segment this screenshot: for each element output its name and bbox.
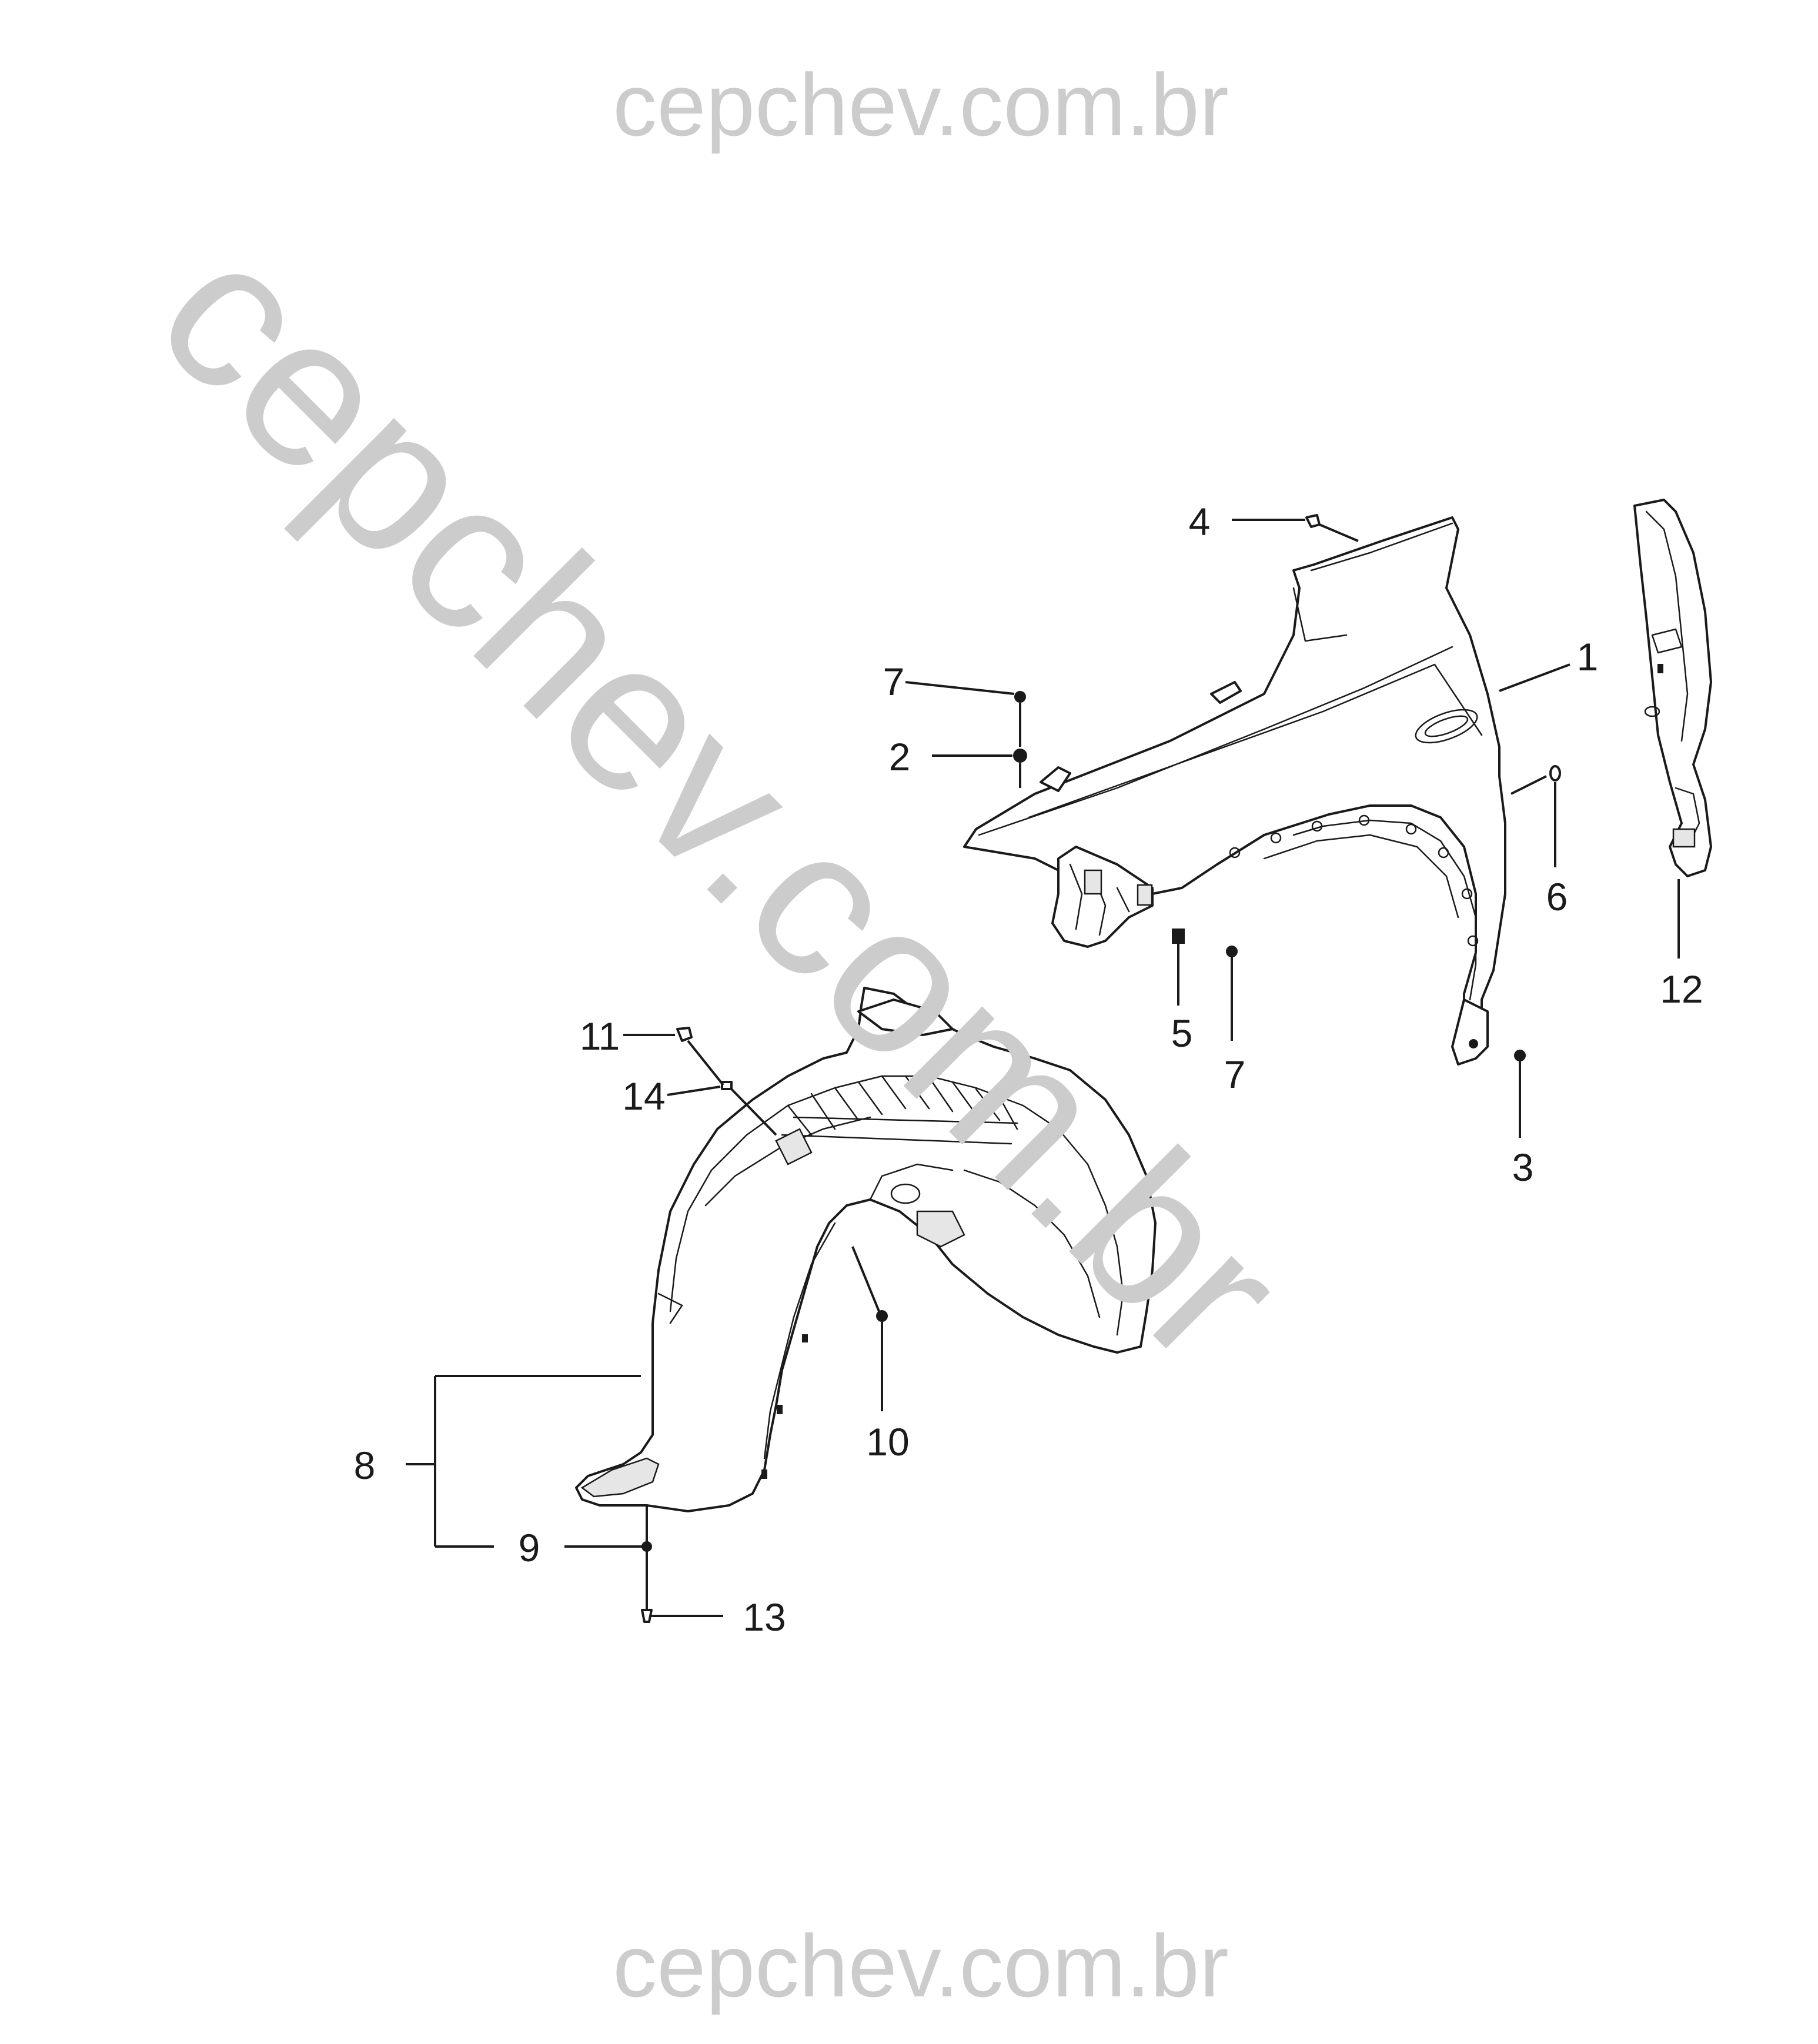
callout-8: 8 bbox=[354, 1444, 376, 1487]
watermarks: cepchev.com.br cepchev.com.br cepchev.co… bbox=[114, 55, 1327, 2015]
clip-6 bbox=[1549, 765, 1561, 781]
screw-13 bbox=[641, 1609, 653, 1623]
watermark-bottom: cepchev.com.br bbox=[613, 1916, 1229, 2015]
watermark-top: cepchev.com.br bbox=[613, 55, 1229, 154]
clip-11 bbox=[676, 1027, 693, 1042]
callout-10: 10 bbox=[866, 1420, 909, 1464]
clip-5 bbox=[1172, 929, 1185, 944]
wheelhouse-liner bbox=[575, 987, 1157, 1512]
front-fender bbox=[963, 516, 1506, 1066]
leader-lines bbox=[406, 519, 1680, 1617]
callout-3: 3 bbox=[1512, 1145, 1534, 1189]
bolt-7b bbox=[1226, 946, 1238, 957]
callout-2: 2 bbox=[889, 735, 911, 779]
nut-2 bbox=[1013, 749, 1027, 763]
callout-12: 12 bbox=[1660, 967, 1703, 1011]
callout-6: 6 bbox=[1546, 875, 1568, 919]
callout-5: 5 bbox=[1171, 1011, 1193, 1055]
callout-7-top: 7 bbox=[883, 660, 905, 703]
callout-7-bottom: 7 bbox=[1224, 1053, 1246, 1096]
callout-4: 4 bbox=[1189, 500, 1211, 543]
callout-14: 14 bbox=[622, 1074, 665, 1118]
callout-numbers: 4 7 2 1 6 5 7 3 12 11 14 10 8 9 13 bbox=[354, 500, 1703, 1639]
bolt-3 bbox=[1514, 1050, 1526, 1061]
nut-4 bbox=[1305, 514, 1321, 528]
fasteners bbox=[641, 514, 1561, 1623]
callout-9: 9 bbox=[519, 1526, 540, 1569]
fender-rear-seal bbox=[1633, 499, 1712, 877]
screw-10 bbox=[876, 1310, 888, 1322]
bolt-7a bbox=[1014, 691, 1026, 703]
nut-9 bbox=[641, 1541, 652, 1552]
callout-13: 13 bbox=[743, 1595, 786, 1639]
callout-1: 1 bbox=[1577, 635, 1599, 679]
callout-11: 11 bbox=[580, 1014, 620, 1058]
rivet-14 bbox=[721, 1081, 733, 1090]
